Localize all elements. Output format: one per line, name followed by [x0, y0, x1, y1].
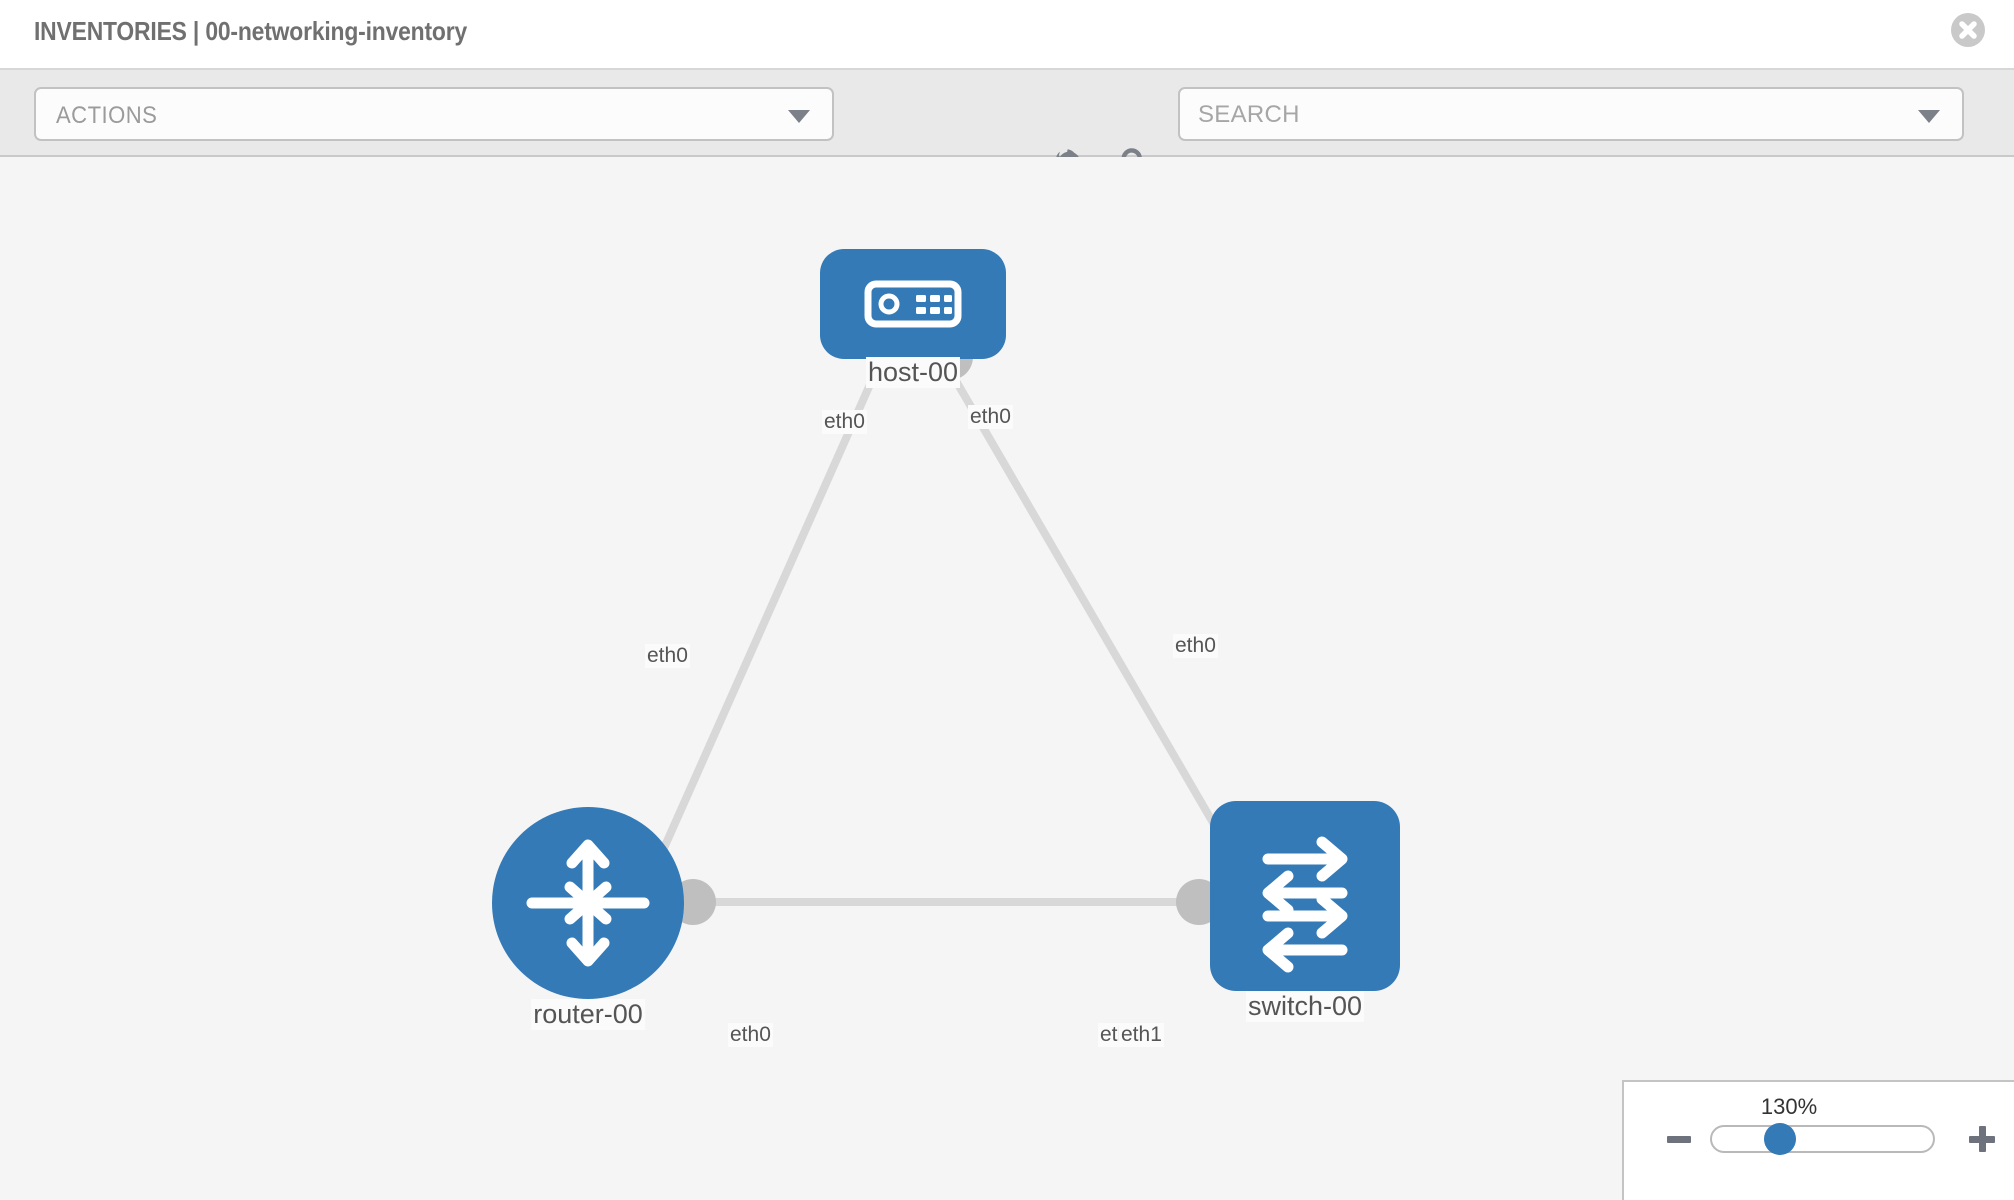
- node-label: host-00: [865, 357, 961, 388]
- router-icon: [492, 807, 684, 999]
- link-host-router: [656, 360, 884, 859]
- zoom-control-panel: 130%: [1622, 1080, 2014, 1200]
- zoom-slider-knob[interactable]: [1764, 1123, 1796, 1155]
- node-switch-00[interactable]: switch-00: [1210, 801, 1400, 1022]
- actions-dropdown-label: ACTIONS: [56, 102, 158, 129]
- chevron-down-icon: [788, 110, 810, 123]
- toolbar: ACTIONS: [0, 70, 2014, 189]
- link-host-switch: [941, 359, 1237, 860]
- chevron-down-icon: [1918, 110, 1940, 123]
- topology-links: [656, 334, 1260, 925]
- link-label-host-switch-source: eth0: [968, 405, 1013, 429]
- node-label: router-00: [531, 999, 645, 1030]
- zoom-out-button[interactable]: [1667, 1136, 1691, 1143]
- link-label-router-switch-source: eth0: [728, 1023, 773, 1047]
- actions-dropdown[interactable]: ACTIONS: [34, 87, 834, 141]
- page-header: INVENTORIES | 00-networking-inventory: [0, 0, 2014, 70]
- switch-icon: [1210, 801, 1400, 991]
- node-router-00[interactable]: router-00: [492, 807, 684, 1030]
- link-label-host-router-source: eth0: [822, 410, 867, 434]
- link-label-host-router-target: eth0: [645, 644, 690, 668]
- zoom-level-value: 130%: [1760, 1094, 1818, 1119]
- topology-canvas[interactable]: host-00: [0, 157, 2014, 1200]
- host-icon: [820, 249, 1006, 359]
- page-title: INVENTORIES | 00-networking-inventory: [34, 16, 468, 46]
- close-icon[interactable]: [1950, 12, 1986, 48]
- node-host-00[interactable]: host-00: [820, 249, 1006, 388]
- zoom-slider-track[interactable]: [1710, 1125, 1935, 1153]
- link-label-router-switch-target: eth1: [1119, 1023, 1164, 1047]
- node-label: switch-00: [1245, 991, 1365, 1022]
- zoom-in-button[interactable]: [1969, 1126, 1995, 1152]
- search-input[interactable]: SEARCH: [1178, 87, 1964, 141]
- search-placeholder: SEARCH: [1198, 101, 1300, 128]
- link-label-host-switch-target: eth0: [1173, 634, 1218, 658]
